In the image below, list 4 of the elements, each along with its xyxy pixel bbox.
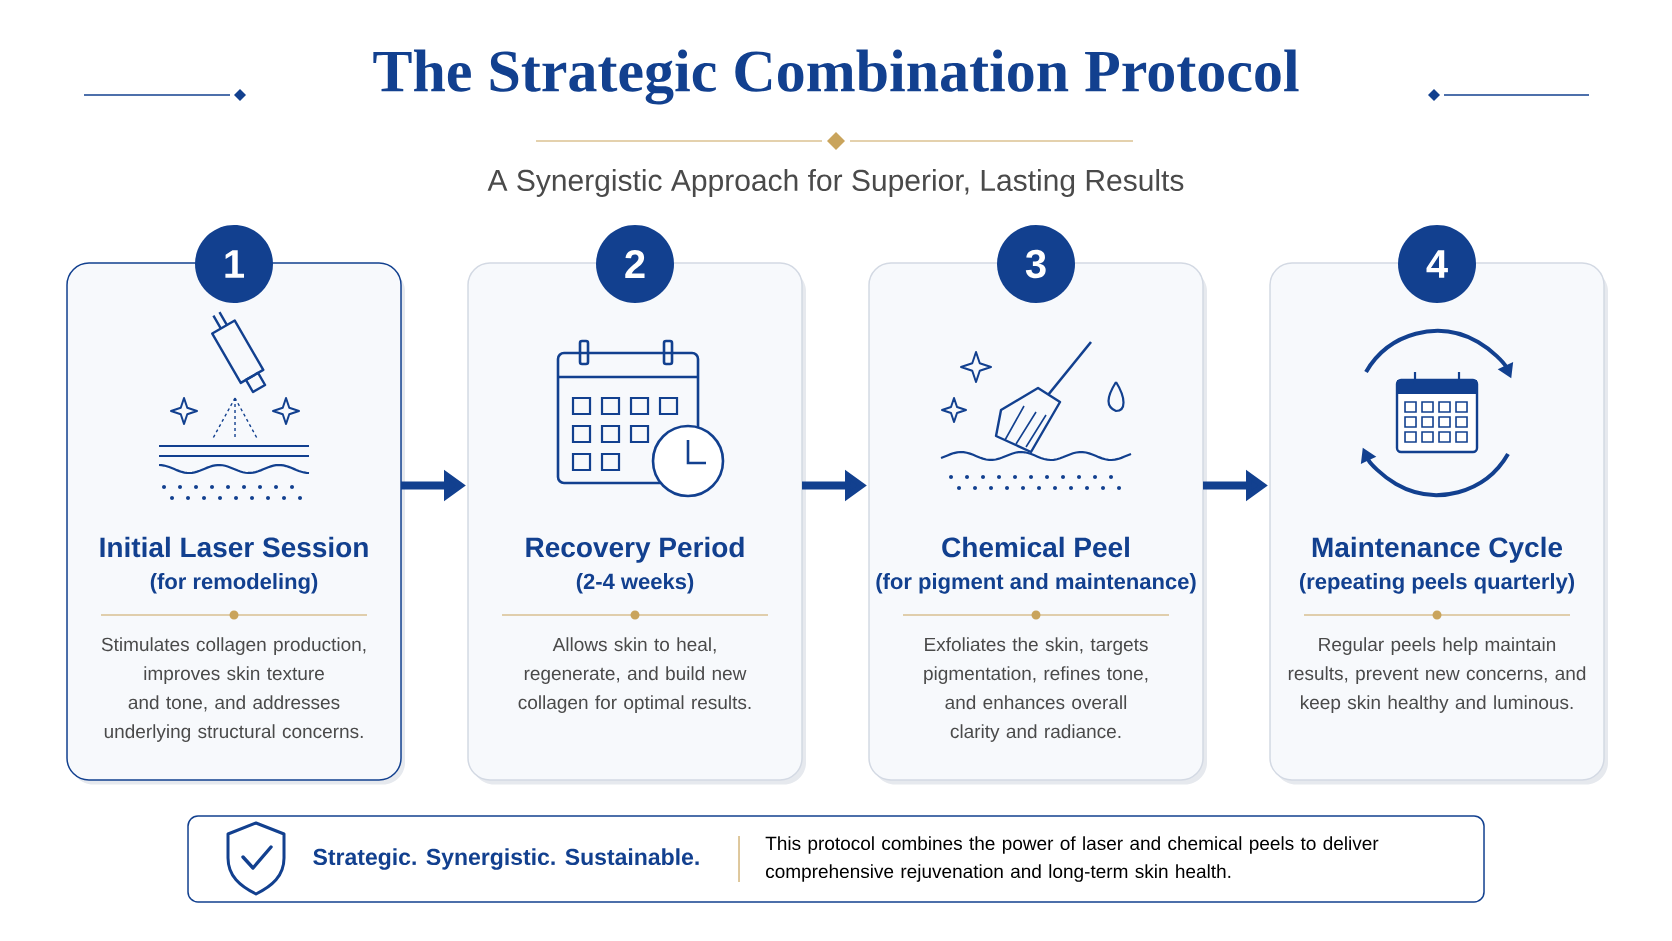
- tagline: Strategic. Synergistic. Sustainable.: [313, 848, 699, 870]
- subtitle: A Synergistic Approach for Superior, Lasting Results: [487, 169, 1184, 197]
- title: The Strategic Combination Protocol: [373, 49, 1299, 105]
- banner-text: This protocol combines the power of laser and chemical peels to deliver comprehensive rejuvenation and long-term skin health.: [765, 836, 1379, 882]
